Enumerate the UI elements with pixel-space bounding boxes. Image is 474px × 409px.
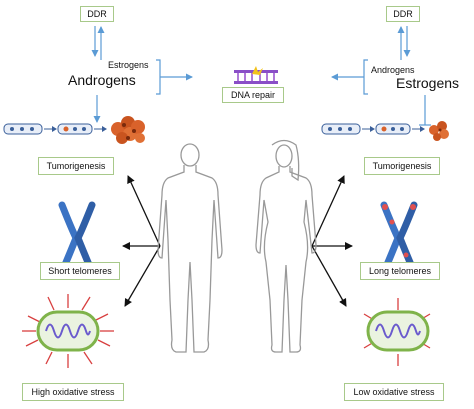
right-tumor-mass-icon — [429, 121, 449, 141]
right-oxidative-box: Low oxidative stress — [344, 383, 444, 401]
right-bracket — [331, 59, 431, 126]
left-oxidative-box: High oxidative stress — [22, 383, 124, 401]
left-tumorigenesis-label: Tumorigenesis — [46, 161, 106, 171]
right-cell-chain-icon — [321, 123, 425, 135]
right-ddr-arrows — [397, 26, 411, 60]
female-silhouette-icon — [255, 139, 317, 353]
left-ddr-box: DDR — [80, 6, 114, 22]
left-tumor-mass-icon — [111, 116, 145, 144]
left-hormone-small-label: Estrogens — [108, 60, 149, 70]
left-tumorigenesis-box: Tumorigenesis — [38, 157, 114, 175]
left-ddr-arrows — [91, 26, 105, 60]
dna-repair-label: DNA repair — [230, 90, 275, 100]
right-black-arrows — [311, 175, 353, 307]
left-chromosome-icon — [58, 201, 96, 276]
right-tumorigenesis-label: Tumorigenesis — [372, 161, 432, 171]
right-telomeres-box: Long telomeres — [360, 262, 440, 280]
right-hormone-large-label: Estrogens — [396, 75, 460, 91]
right-tumorigenesis-box: Tumorigenesis — [364, 157, 440, 175]
right-mitochondrion-icon — [363, 298, 431, 366]
left-hormone-large-label: Androgens — [68, 72, 136, 88]
right-telomeres-label: Long telomeres — [368, 266, 432, 276]
left-ddr-label: DDR — [87, 9, 107, 19]
left-bracket — [93, 59, 193, 123]
left-cell-chain-icon — [3, 123, 107, 135]
dna-helix-icon — [234, 66, 278, 84]
left-telomeres-box: Short telomeres — [40, 262, 120, 280]
left-oxidative-label: High oxidative stress — [31, 387, 115, 397]
right-ddr-box: DDR — [386, 6, 420, 22]
right-ddr-label: DDR — [393, 9, 413, 19]
dna-repair-box: DNA repair — [222, 87, 284, 103]
left-telomeres-label: Short telomeres — [48, 266, 112, 276]
left-black-arrows — [122, 175, 161, 307]
male-silhouette-icon — [157, 143, 223, 353]
right-hormone-small-label: Androgens — [371, 65, 415, 75]
left-mitochondrion-icon — [22, 294, 114, 368]
right-oxidative-label: Low oxidative stress — [353, 387, 435, 397]
